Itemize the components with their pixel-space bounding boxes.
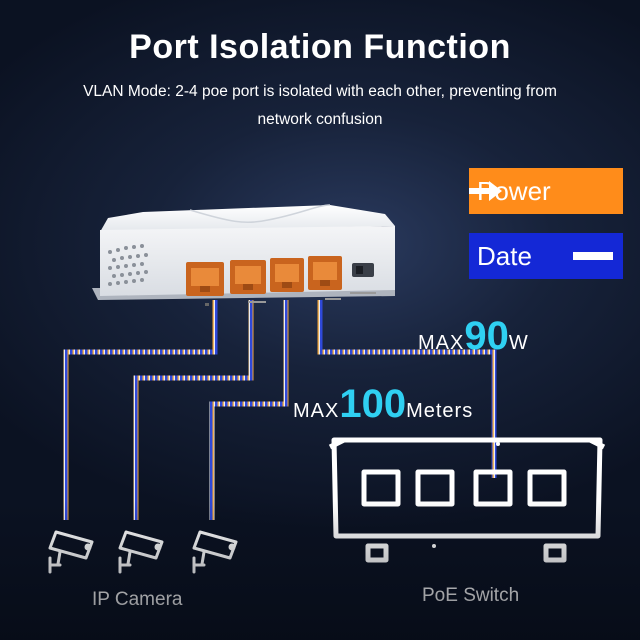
switch-port-3 — [473, 469, 513, 507]
cable-camera-2 — [133, 300, 254, 520]
poe-switch-icon — [328, 437, 606, 563]
ethernet-port-2 — [230, 260, 266, 294]
switch-port-2 — [415, 469, 455, 507]
camera-3 — [192, 530, 238, 574]
cable-camera-3 — [209, 300, 289, 520]
spec-distance-unit: Meters — [406, 400, 474, 422]
vent-grid — [108, 244, 148, 286]
cable-camera-1 — [63, 300, 218, 520]
switch-port-1 — [361, 469, 401, 507]
subtitle-line-2: network confusion — [257, 111, 383, 128]
legend-data: Date — [469, 233, 623, 279]
caption-poe-switch: PoE Switch — [422, 585, 520, 606]
ethernet-port-3 — [270, 258, 304, 292]
page-title: Port Isolation Function — [129, 28, 511, 66]
spec-power-value: 90 — [464, 314, 509, 358]
switch-port-4 — [527, 469, 567, 507]
spec-distance-prefix: MAX — [293, 400, 340, 422]
spec-max-power: MAX90W — [418, 314, 529, 359]
camera-1 — [48, 530, 94, 574]
dash-icon — [573, 252, 613, 260]
spec-power-prefix: MAX — [418, 332, 465, 354]
ethernet-port-4 — [308, 256, 342, 290]
cable-group — [63, 300, 497, 520]
page-subtitle: VLAN Mode: 2-4 poe port is isolated with… — [20, 78, 620, 134]
spec-max-distance: MAX100Meters — [293, 382, 473, 427]
switch-foot-left — [365, 543, 389, 563]
switch-foot-right — [543, 543, 567, 563]
spec-power-unit: W — [508, 332, 529, 354]
caption-ip-camera: IP Camera — [92, 589, 183, 610]
spec-distance-value: 100 — [339, 382, 407, 426]
legend-power: Power — [469, 168, 623, 214]
ethernet-port-1 — [186, 262, 224, 296]
subtitle-line-1: VLAN Mode: 2-4 poe port is isolated with… — [83, 83, 557, 100]
legend-data-label: Date — [477, 240, 532, 271]
camera-2 — [118, 530, 164, 574]
arrow-right-icon — [469, 181, 502, 201]
cable-switch — [317, 300, 497, 478]
poe-extender-device — [92, 204, 395, 306]
ip-camera-icon — [48, 530, 238, 574]
